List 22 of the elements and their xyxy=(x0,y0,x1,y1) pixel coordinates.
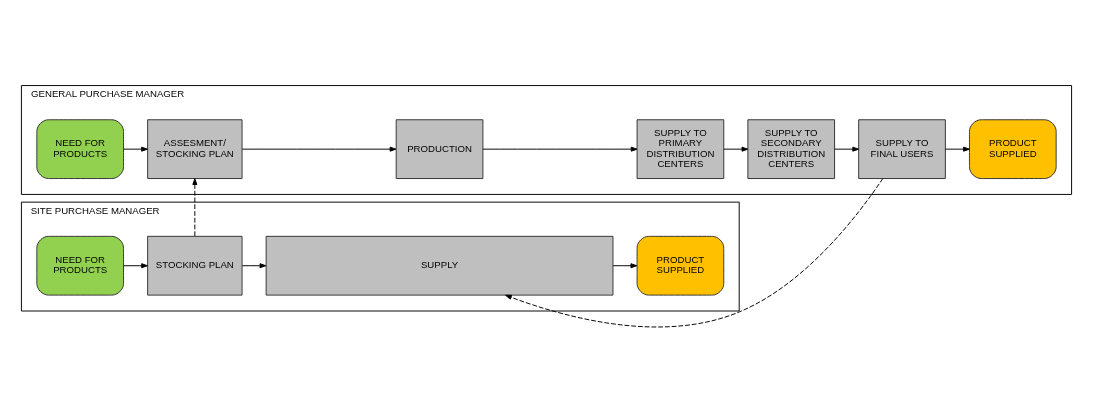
node-box: PRODUCT SUPPLIED xyxy=(636,235,725,296)
arrow xyxy=(241,263,267,269)
node-box: NEED FOR PRODUCTS xyxy=(36,119,125,179)
node-box: STOCKING PLAN xyxy=(147,235,243,296)
arrow xyxy=(123,263,148,269)
node-box: PRODUCT SUPPLIED xyxy=(968,119,1057,179)
arrow xyxy=(723,146,749,152)
arrow xyxy=(834,146,860,152)
arrow xyxy=(123,146,148,152)
node-box: NEED FOR PRODUCTS xyxy=(36,235,125,296)
arrow xyxy=(612,263,638,269)
arrow xyxy=(241,146,397,152)
arrow xyxy=(944,146,970,152)
arrow xyxy=(505,178,884,328)
node-box: SUPPLY TO SECONDARY DISTRIBUTION CENTERS xyxy=(747,119,836,179)
node-box: PRODUCTION xyxy=(395,119,484,179)
node-box: SUPPLY xyxy=(265,235,614,296)
arrow xyxy=(192,178,198,237)
node-box: SUPPLY TO PRIMARY DISTRIBUTION CENTERS xyxy=(636,119,725,179)
node-box: ASSESMENT/ STOCKING PLAN xyxy=(147,119,243,179)
node-box: SUPPLY TO FINAL USERS xyxy=(858,119,946,179)
arrow xyxy=(482,146,638,152)
